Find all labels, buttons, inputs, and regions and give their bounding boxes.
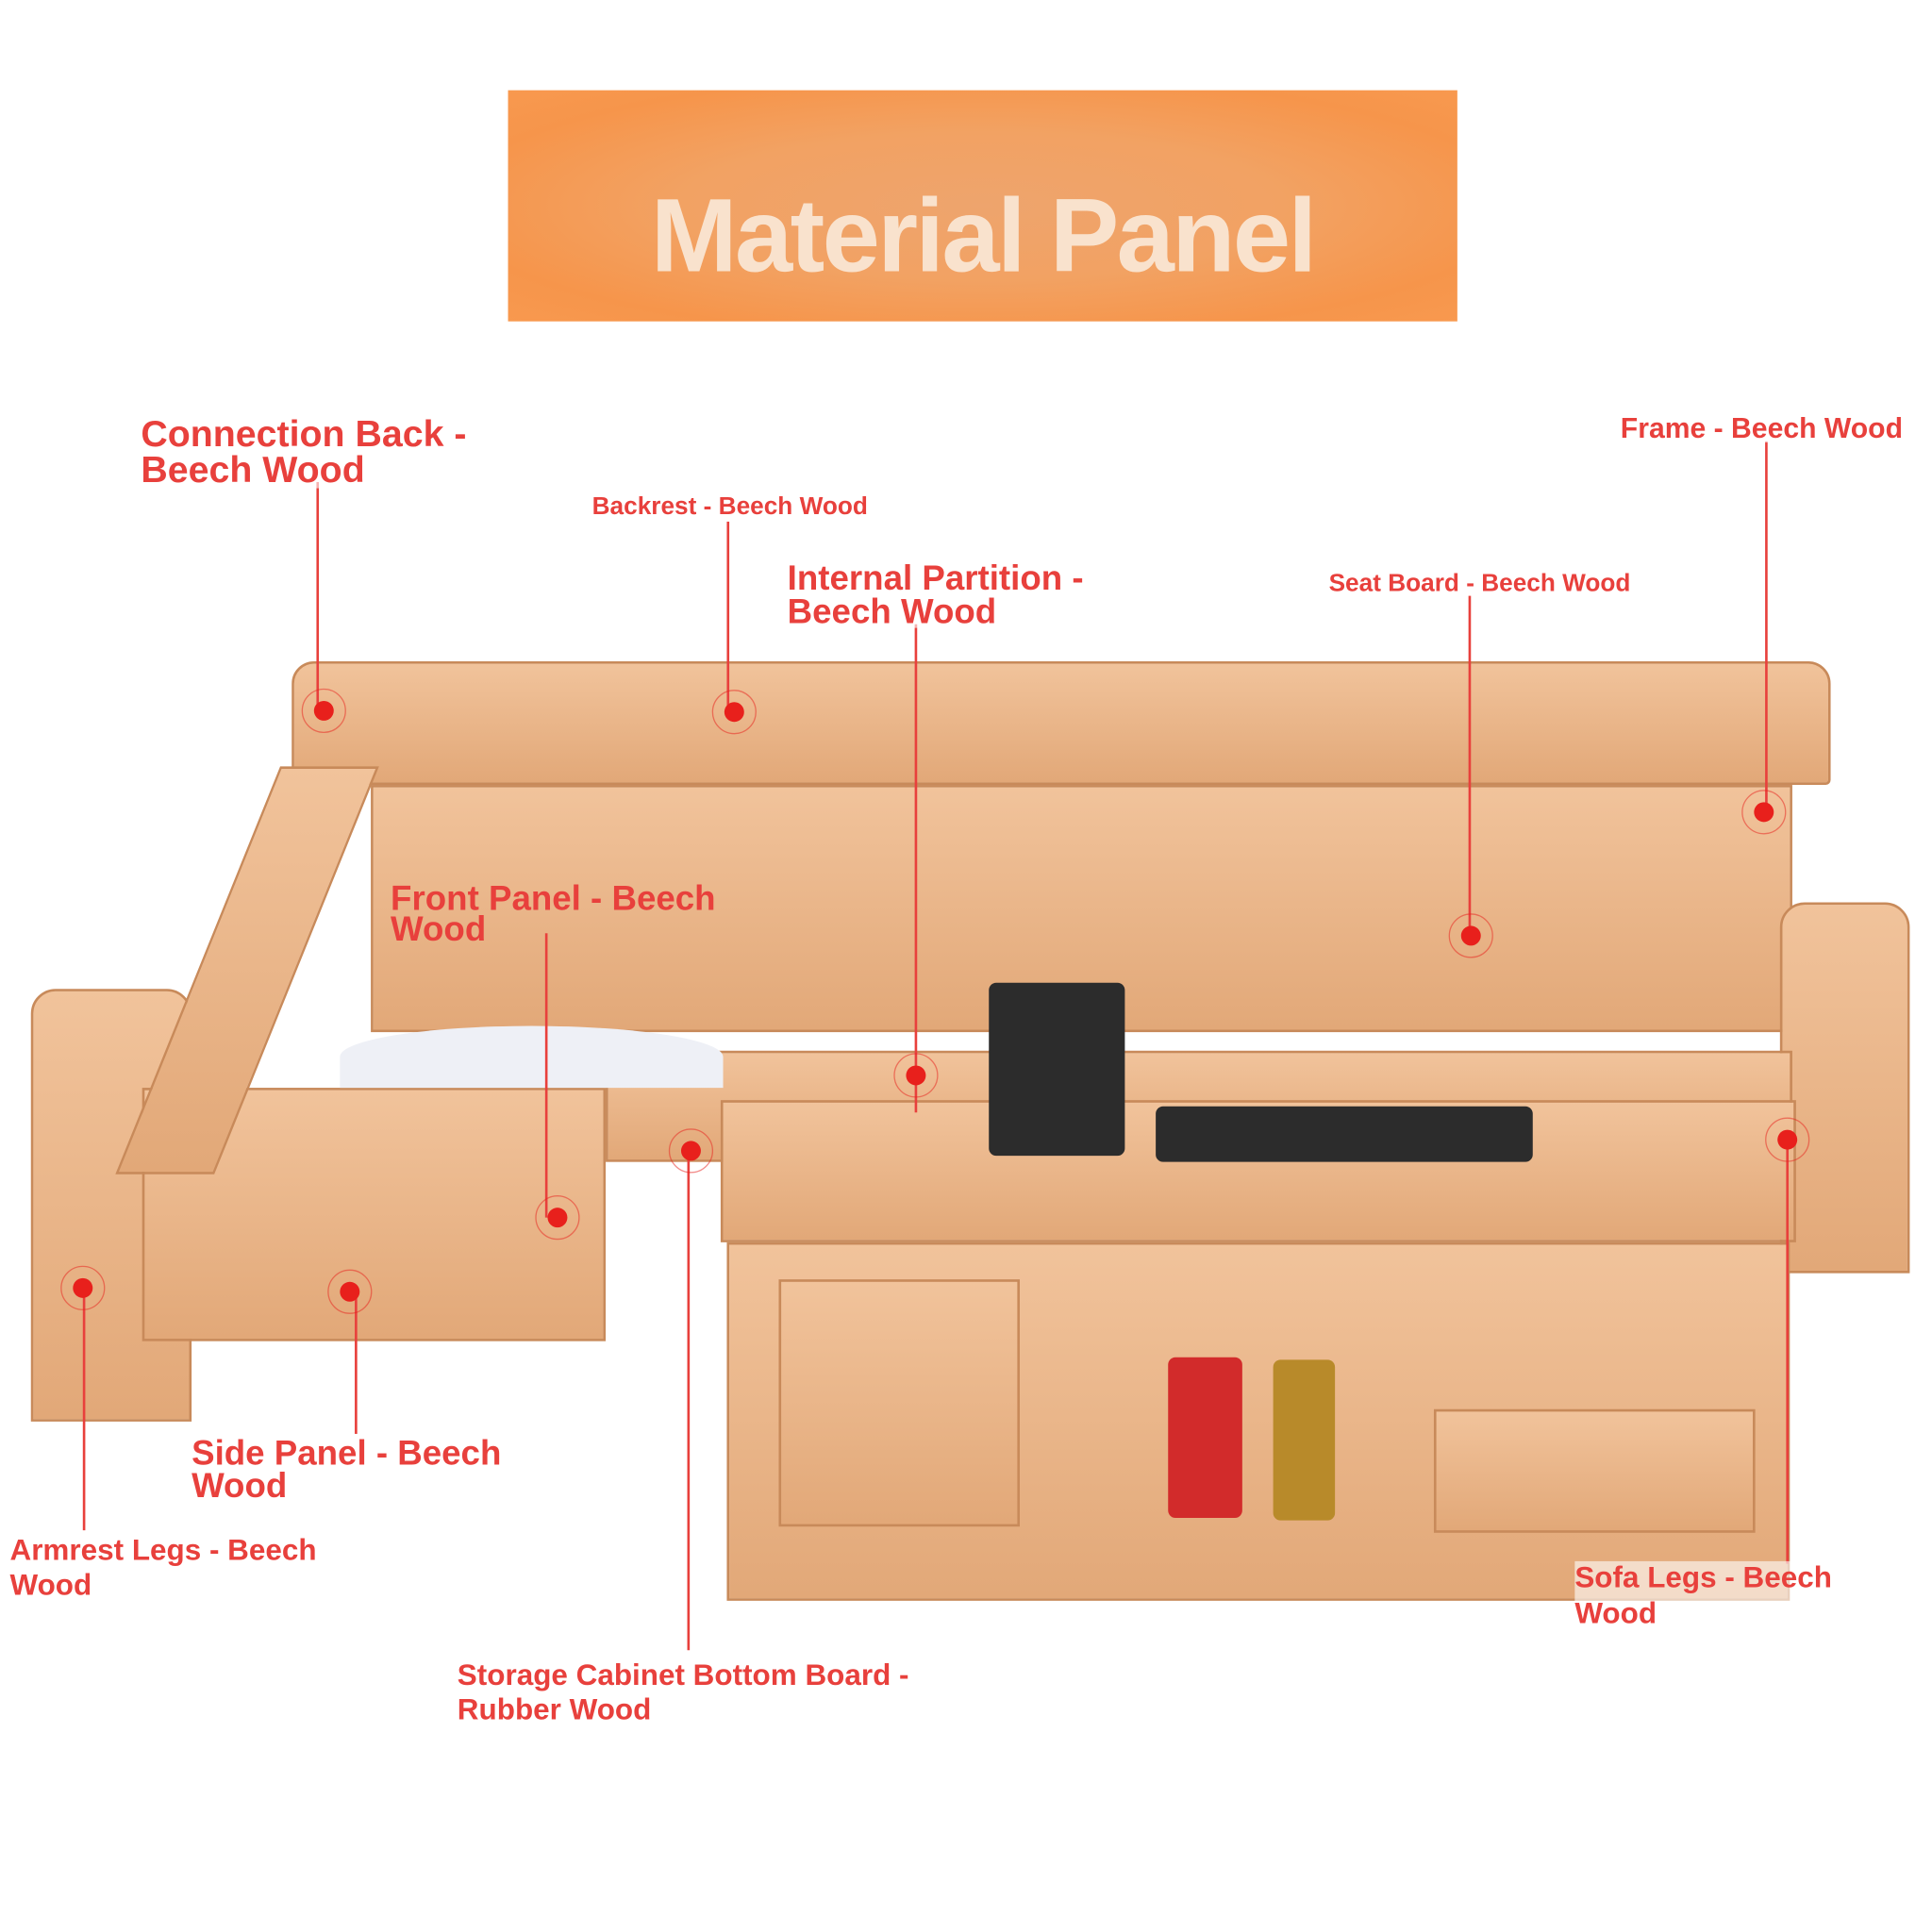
table-drawer: [1433, 1408, 1756, 1533]
title-banner: Material Panel: [508, 90, 1457, 322]
label-backrest: Backrest - Beech Wood: [591, 492, 868, 521]
target-marker-icon: [1740, 788, 1789, 837]
tea-can-red: [1168, 1357, 1242, 1519]
leader-line: [82, 1288, 86, 1531]
target-marker-icon: [533, 1192, 582, 1241]
kettle: [989, 982, 1125, 1157]
page-title: Material Panel: [650, 177, 1317, 294]
right-armrest: [1779, 902, 1910, 1274]
cushion: [340, 1025, 724, 1089]
label-seat-board: Seat Board - Beech Wood: [1328, 570, 1631, 597]
sofa-backrest: [291, 661, 1831, 786]
leader-line: [316, 482, 320, 711]
target-marker-icon: [666, 1126, 715, 1175]
leader-line: [1786, 1140, 1790, 1564]
leader-line: [914, 624, 918, 1113]
label-armrest-legs: Armrest Legs - Beech Wood: [9, 1534, 317, 1603]
label-connection-back: Connection Back - Beech Wood: [141, 413, 467, 491]
leader-line: [726, 521, 730, 712]
target-marker-icon: [709, 688, 758, 737]
label-front-panel: Front Panel - Beech Wood: [391, 878, 716, 949]
tea-can-gold: [1273, 1359, 1336, 1521]
target-marker-icon: [1446, 911, 1495, 960]
leader-line: [544, 933, 548, 1218]
target-marker-icon: [58, 1263, 108, 1312]
tea-tray: [1156, 1106, 1533, 1162]
target-marker-icon: [325, 1267, 375, 1316]
label-sofa-legs: Sofa Legs - Beech Wood: [1574, 1560, 1832, 1633]
label-internal-partition: Internal Partition - Beech Wood: [787, 558, 1084, 630]
target-marker-icon: [299, 686, 348, 735]
cabinet-door: [778, 1279, 1020, 1527]
target-marker-icon: [891, 1051, 941, 1100]
leader-line: [1765, 441, 1768, 812]
leader-line: [355, 1291, 358, 1434]
label-frame: Frame - Beech Wood: [1620, 411, 1904, 444]
label-side-panel: Side Panel - Beech Wood: [192, 1433, 502, 1505]
leader-line: [1468, 595, 1472, 936]
target-marker-icon: [1762, 1115, 1811, 1164]
label-storage-cabinet-bottom: Storage Cabinet Bottom Board - Rubber Wo…: [457, 1658, 909, 1727]
leader-line: [687, 1150, 691, 1651]
